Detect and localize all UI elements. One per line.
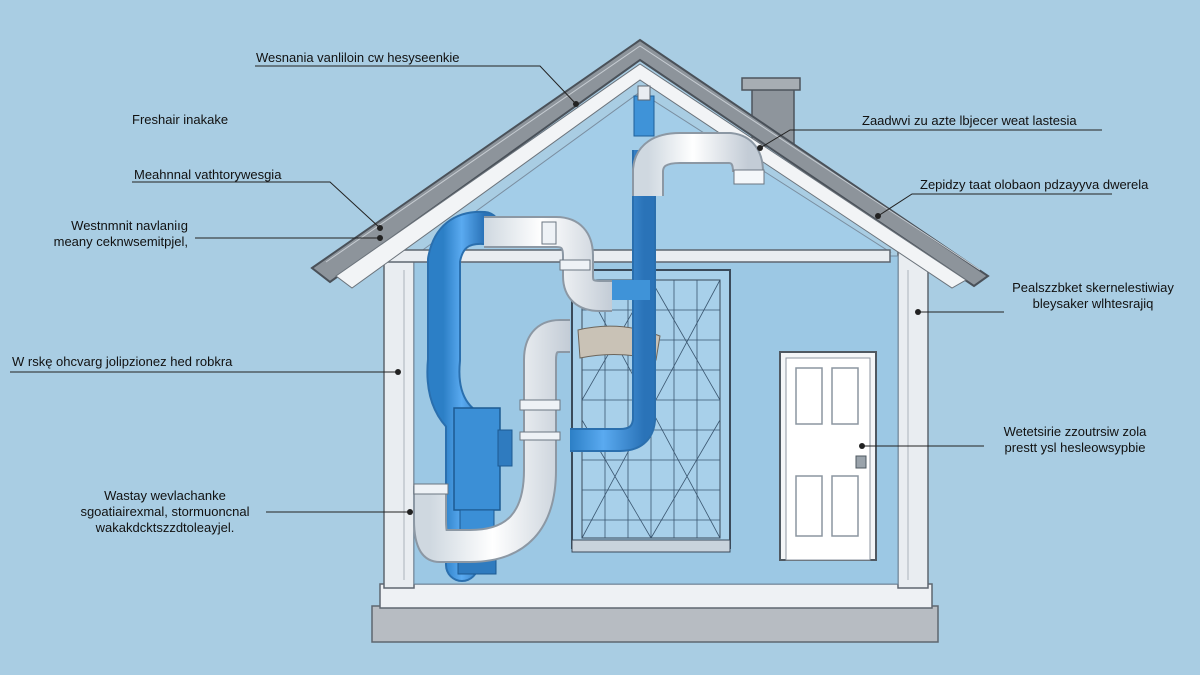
- label-right-top: Zaadwvi zu azte lbjecer weat lastesia: [862, 113, 1077, 128]
- label-bottom-left-line1: Wastay wevlachanke: [104, 488, 226, 503]
- roof: [310, 38, 990, 288]
- label-right-3: Pealszzbket skernelestiwiay bleysaker wl…: [1000, 280, 1186, 312]
- label-right-4-line1: Wetetsirie zzoutrsiw zola: [1003, 424, 1147, 439]
- foundation: [371, 605, 939, 643]
- label-top-center: Wesnania vanliloin cw hesyseenkie: [256, 50, 460, 65]
- label-mech-vent: Meahnnal vathtorywesgia: [134, 167, 282, 182]
- label-right-3-line1: Pealszzbket skernelestiwiay: [1012, 280, 1174, 295]
- leader-lines: [10, 65, 1112, 513]
- label-west-left-line1: Westnmnit navlaniıg: [71, 218, 188, 233]
- label-bottom-left-line3: wakakdcktszzdtoleayjel.: [95, 520, 235, 535]
- label-west-left-line2: meany ceknwsemitpjel,: [53, 234, 188, 249]
- label-right-4-line2: prestt ysl hesleowsypbie: [1004, 440, 1146, 455]
- left-wall: [383, 251, 415, 589]
- label-right-3-line2: bleysaker wlhtesrajiq: [1032, 296, 1154, 311]
- floor-slab: [379, 583, 933, 609]
- label-bottom-left: Wastay wevlachanke sgoatiairexmal, storm…: [40, 488, 290, 536]
- label-right-2: Zepidzy taat olobaon pdzayyva dwerela: [920, 177, 1149, 192]
- label-bottom-left-line2: sgoatiairexmal, stormuoncnal: [80, 504, 250, 519]
- label-right-4: Wetetsirie zzoutrsiw zola prestt ysl hes…: [980, 424, 1170, 456]
- leader-dots: [377, 101, 921, 515]
- door-icon: [779, 351, 877, 561]
- label-fresh-air: Freshair inakake: [132, 112, 229, 127]
- label-left-mid: W rskę ohcvarg jolipzionez hed robkra: [12, 354, 233, 369]
- label-west-left: Westnmnit navlaniıg meany ceknwsemitpjel…: [40, 218, 188, 250]
- white-exhaust-pipe: [413, 132, 765, 563]
- right-wall: [897, 251, 929, 589]
